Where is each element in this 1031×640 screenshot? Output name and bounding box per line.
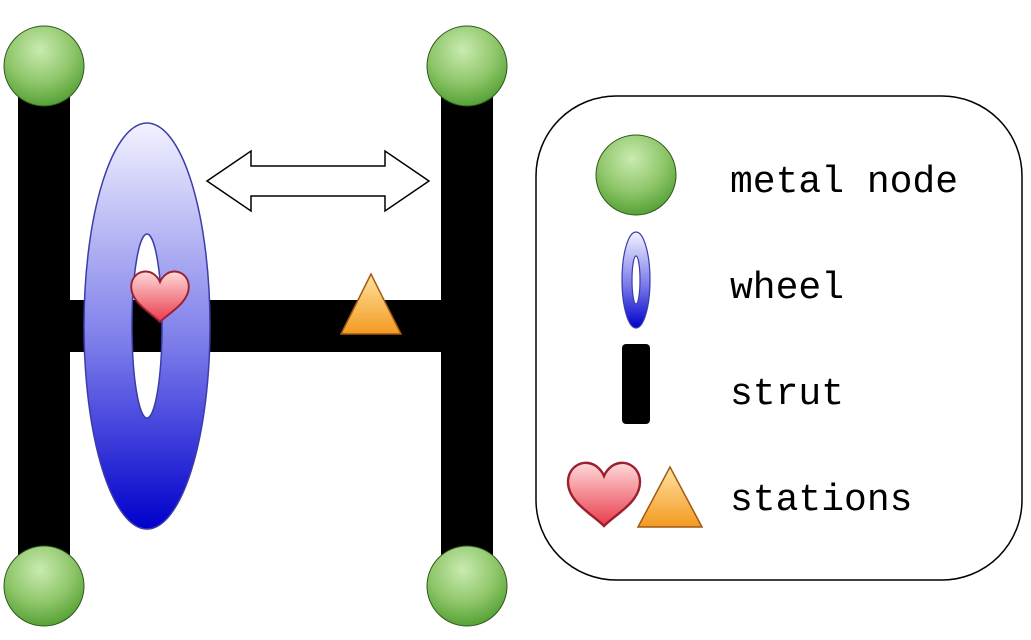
metal-node-top-right	[426, 25, 508, 107]
double-arrow-icon	[205, 149, 431, 213]
legend-label-wheel: wheel	[730, 267, 844, 310]
metal-node-bottom-right	[426, 545, 508, 627]
strut-icon	[622, 344, 650, 424]
station-structure	[3, 25, 508, 627]
triangle-station-icon	[339, 272, 403, 335]
legend-box	[535, 95, 1023, 581]
right-strut	[441, 66, 493, 586]
legend-label-metal-node: metal node	[730, 161, 958, 204]
legend: metal node wheel strut stations	[535, 95, 1023, 581]
heart-station-icon	[130, 270, 190, 324]
legend-triangle-icon	[636, 465, 704, 528]
legend-label-stations: stations	[730, 479, 912, 522]
metal-node-icon	[595, 134, 677, 216]
metal-node-bottom-left	[3, 545, 85, 627]
wheel	[83, 122, 211, 530]
left-strut	[18, 66, 70, 586]
metal-node-top-left	[3, 25, 85, 107]
wheel-icon	[621, 231, 651, 329]
legend-label-strut: strut	[730, 373, 844, 416]
stations-icon	[566, 461, 704, 528]
legend-heart-icon	[566, 461, 642, 528]
